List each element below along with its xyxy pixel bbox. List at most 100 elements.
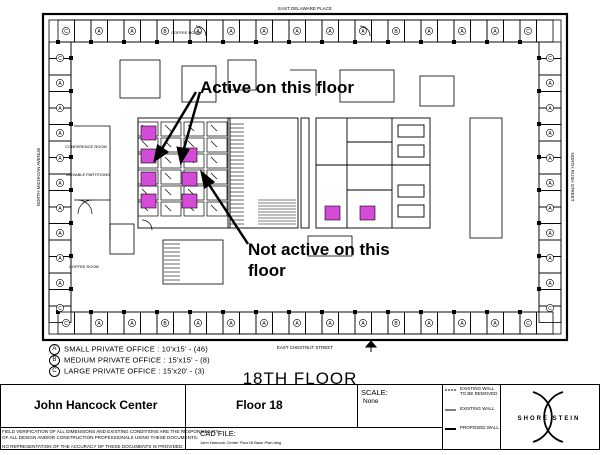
perimeter-office bbox=[536, 311, 554, 335]
core-office bbox=[206, 137, 228, 153]
wall-key bbox=[445, 389, 456, 430]
office-marker bbox=[293, 319, 301, 327]
core-office-mark bbox=[210, 204, 218, 212]
office-marker bbox=[546, 54, 554, 62]
column bbox=[69, 221, 73, 225]
office-marker bbox=[56, 129, 64, 137]
column bbox=[537, 89, 541, 93]
office-marker bbox=[546, 104, 554, 112]
column bbox=[419, 40, 423, 44]
door-swings bbox=[77, 25, 371, 231]
core-office-mark bbox=[141, 140, 149, 148]
perimeter-office bbox=[538, 289, 562, 307]
column bbox=[221, 40, 225, 44]
office-marker-letter: C bbox=[526, 29, 530, 35]
core-office bbox=[183, 121, 205, 137]
legend-letter-large: C bbox=[49, 366, 60, 377]
perimeter-office bbox=[272, 311, 290, 335]
office-marker bbox=[546, 279, 554, 287]
perimeter-office bbox=[404, 19, 422, 43]
perimeter-office bbox=[437, 19, 455, 43]
office-marker-letter: A bbox=[58, 206, 62, 212]
office-marker-letter: A bbox=[58, 181, 62, 187]
office-marker bbox=[458, 27, 466, 35]
note-line1: FIELD VERIFICATION OF ALL DIMENSIONS AND… bbox=[2, 429, 219, 434]
perimeter-office bbox=[272, 19, 290, 43]
perimeter-office bbox=[371, 19, 389, 43]
perimeter-office bbox=[305, 311, 323, 335]
office-marker bbox=[95, 27, 103, 35]
street-top: EAST DELAWARE PLACE bbox=[278, 6, 332, 11]
core-office bbox=[160, 169, 182, 185]
office-marker bbox=[524, 27, 532, 35]
perimeter-office bbox=[48, 289, 72, 307]
column bbox=[537, 56, 541, 60]
core-office bbox=[160, 201, 182, 217]
perimeter-office bbox=[107, 311, 125, 335]
office-marker bbox=[128, 319, 136, 327]
core-office-mark bbox=[210, 124, 218, 132]
legend-letter-medium: B bbox=[49, 355, 60, 366]
callout-active: Active on this floor bbox=[200, 78, 354, 97]
column bbox=[452, 310, 456, 314]
scale-value: None bbox=[363, 398, 379, 405]
office-marker-letter: A bbox=[548, 106, 552, 112]
office-marker-letter: A bbox=[361, 29, 365, 35]
street-bottom: EAST CHESTNUT STREET bbox=[277, 345, 334, 350]
core-office-mark bbox=[210, 172, 218, 180]
active-office bbox=[140, 171, 157, 187]
office-marker-letter: A bbox=[196, 321, 200, 327]
office-marker bbox=[62, 319, 70, 327]
coffee-room-left-label: COFFEE ROOM bbox=[69, 264, 99, 269]
perimeter-office bbox=[239, 19, 257, 43]
core-office-mark bbox=[164, 172, 172, 180]
office-marker-letter: B bbox=[394, 29, 398, 35]
office-marker-letter: A bbox=[427, 29, 431, 35]
office-marker bbox=[546, 154, 554, 162]
perimeter-office bbox=[140, 311, 158, 335]
office-marker-letter: C bbox=[58, 306, 62, 312]
office-marker-letter: A bbox=[548, 156, 552, 162]
firm-logo: SHORE STEIN bbox=[518, 391, 578, 443]
office-marker bbox=[546, 204, 554, 212]
column bbox=[254, 40, 258, 44]
perimeter-office bbox=[140, 19, 158, 43]
column bbox=[537, 221, 541, 225]
core-office-mark bbox=[164, 204, 172, 212]
core-office-mark bbox=[210, 140, 218, 148]
perimeter-office bbox=[173, 311, 191, 335]
office-marker bbox=[56, 154, 64, 162]
column bbox=[287, 310, 291, 314]
perimeter-office bbox=[239, 311, 257, 335]
office-marker bbox=[293, 27, 301, 35]
perimeter-office bbox=[338, 311, 356, 335]
office-marker bbox=[95, 319, 103, 327]
office-marker bbox=[62, 27, 70, 35]
perimeter-office bbox=[503, 19, 521, 43]
office-marker bbox=[227, 27, 235, 35]
legend-text-small: SMALL PRIVATE OFFICE : 10'x15' - (46) bbox=[64, 344, 208, 354]
perimeter-office bbox=[74, 19, 92, 43]
column bbox=[69, 56, 73, 60]
column bbox=[188, 40, 192, 44]
office-marker-letter: A bbox=[548, 131, 552, 137]
column bbox=[419, 310, 423, 314]
office-marker bbox=[359, 27, 367, 35]
column bbox=[69, 122, 73, 126]
office-marker-letter: A bbox=[295, 29, 299, 35]
column bbox=[89, 310, 93, 314]
office-marker bbox=[56, 204, 64, 212]
column bbox=[386, 40, 390, 44]
office-marker-letter: A bbox=[58, 281, 62, 287]
callout-not-active-line1: Not active on this bbox=[248, 240, 390, 259]
office-marker-letter: A bbox=[460, 29, 464, 35]
core-office-mark bbox=[164, 124, 172, 132]
office-marker-letter: B bbox=[163, 29, 167, 35]
column bbox=[537, 254, 541, 258]
office-marker-letter: A bbox=[229, 321, 233, 327]
column bbox=[537, 122, 541, 126]
note-line2: OF ALL DESIGN AND/OR CONSTRUCTION PROFES… bbox=[2, 435, 199, 440]
column bbox=[485, 40, 489, 44]
